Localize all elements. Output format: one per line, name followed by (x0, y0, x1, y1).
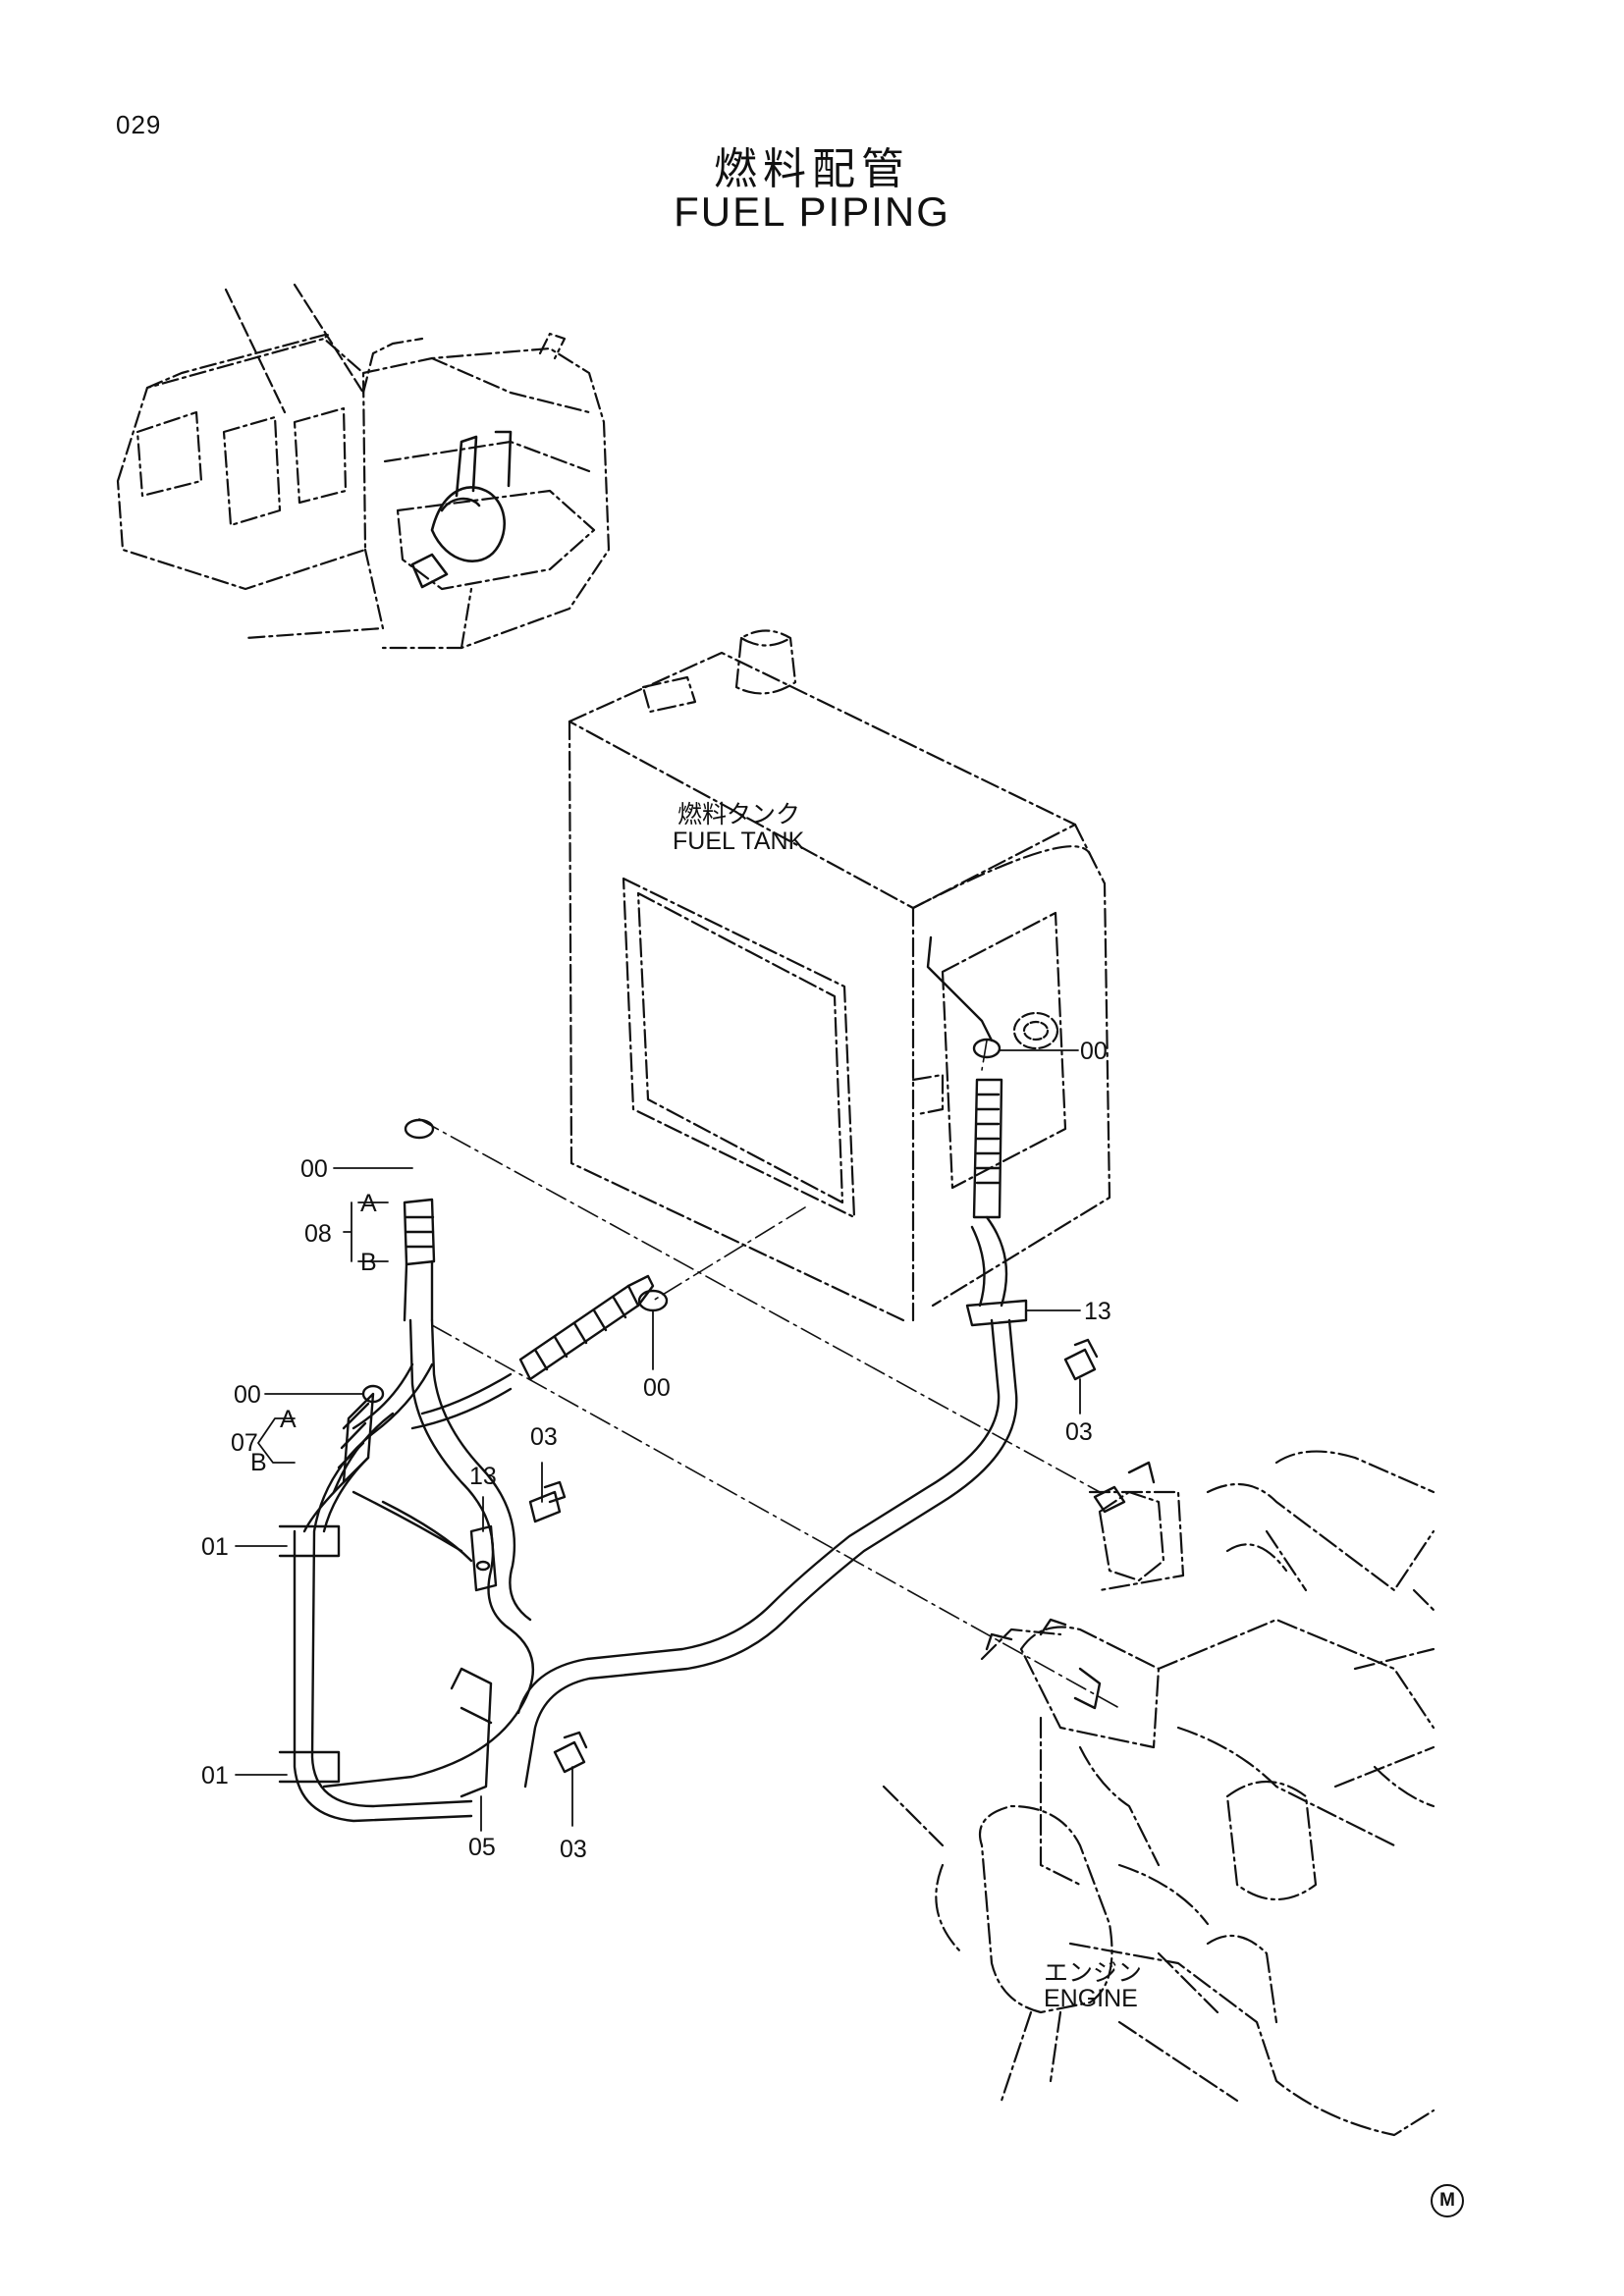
bolt-03-right (1063, 1338, 1099, 1381)
leader-lines (235, 1049, 1081, 1832)
engine-fan (882, 1785, 1435, 2137)
assembly-lines (418, 1040, 1120, 1709)
callout-01-bottom: 01 (201, 1762, 229, 1789)
callout-03-bottom: 03 (560, 1836, 587, 1863)
fuel-tank-label-jp: 燃料タンク (677, 801, 801, 828)
boom-lines (224, 283, 365, 414)
callout-07-a: A (280, 1406, 297, 1433)
callout-07: 07 (231, 1429, 258, 1457)
tank-outlet-hose (926, 935, 1028, 1327)
excavator-overview (116, 332, 611, 650)
callout-05: 05 (468, 1834, 496, 1861)
manufacturer-mark: M (1431, 2184, 1464, 2217)
page-number: 029 (116, 110, 162, 139)
callout-08-a: A (360, 1190, 377, 1217)
bracket-13-mid (469, 1480, 567, 1592)
callout-00-tank: 00 (1080, 1038, 1108, 1065)
callout-13-right: 13 (1084, 1298, 1111, 1325)
callout-00-clamp: 00 (234, 1381, 261, 1409)
callout-08-b: B (360, 1249, 377, 1276)
bracket-05 (450, 1667, 588, 1798)
engine-label: ENGINE (1044, 1985, 1138, 2012)
page-title-japanese: 燃料配管 (714, 144, 910, 194)
callout-00-left: 00 (300, 1155, 328, 1183)
fuel-tank-drawing (568, 629, 1111, 1322)
fuel-filter (985, 1461, 1156, 1710)
hose-07 (302, 1384, 385, 1533)
engine-label-jp: エンジン (1044, 1959, 1143, 1987)
callout-03-mid: 03 (530, 1423, 558, 1451)
callout-08: 08 (304, 1220, 332, 1248)
callout-03-right: 03 (1065, 1418, 1093, 1446)
clamps-01 (278, 1524, 341, 1784)
callout-01-top: 01 (201, 1533, 229, 1561)
callout-13-mid: 13 (469, 1463, 497, 1490)
corrugated-hose (518, 1274, 669, 1381)
engine-drawing (980, 1450, 1435, 1901)
callout-07-b: B (250, 1449, 267, 1476)
hose-08 (403, 1118, 436, 1322)
excavator-highlight (410, 430, 513, 589)
callout-00-mid: 00 (643, 1374, 671, 1402)
page-title: FUEL PIPING (674, 188, 950, 235)
fuel-tank-label: FUEL TANK (673, 828, 805, 855)
tank-drain-plug (1012, 1011, 1059, 1050)
